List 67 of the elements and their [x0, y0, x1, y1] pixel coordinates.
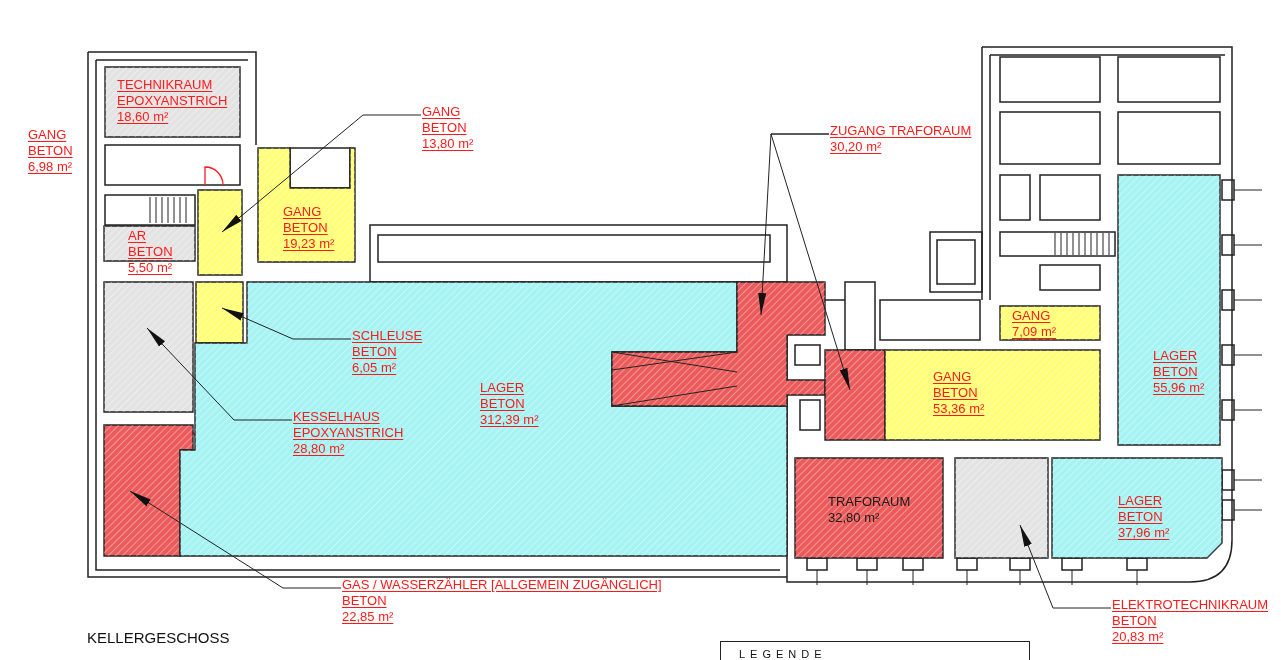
room-area	[104, 282, 193, 412]
leader-line	[770, 133, 851, 391]
room-area	[180, 282, 787, 556]
floor-area: 6,05 m²	[352, 360, 397, 376]
room-name: SCHLEUSE	[352, 328, 423, 344]
room-name: LAGER	[480, 380, 525, 396]
room-name: GANG	[422, 104, 461, 120]
floor-material: BETON	[422, 120, 467, 136]
room-name: TECHNIKRAUM	[117, 77, 213, 93]
room-name: KESSELHAUS	[293, 409, 380, 425]
floor-material: BETON	[283, 220, 328, 236]
room-name: ZUGANG TRAFORAUM	[830, 123, 972, 139]
leader-line	[221, 307, 352, 340]
floor-area: 37,96 m²	[1118, 525, 1170, 541]
room-area	[198, 190, 242, 275]
leader-line	[1019, 524, 1112, 609]
floor-area: 312,39 m²	[480, 412, 539, 428]
room-name: GANG	[1012, 308, 1051, 324]
room-area	[795, 458, 943, 558]
legend-title: LEGENDE	[739, 648, 827, 660]
room-area	[196, 282, 243, 343]
floor-material: EPOXYANSTRICH	[293, 425, 404, 441]
leader-line	[129, 490, 342, 589]
floor-area: 32,80 m²	[828, 510, 880, 526]
floor-title: KELLERGESCHOSS	[87, 630, 230, 646]
room-area	[1000, 305, 1100, 342]
floor-area: 30,20 m²	[830, 139, 882, 155]
room-area	[825, 350, 885, 440]
floor-area: 53,36 m²	[933, 401, 985, 417]
floor-area: 5,50 m²	[128, 260, 173, 276]
floor-material: BETON	[352, 344, 397, 360]
room-name: GANG	[283, 204, 322, 220]
room-area	[1118, 175, 1220, 445]
room-name: LAGER	[1118, 493, 1163, 509]
floor-area: 19,23 m²	[283, 236, 335, 252]
room-name: LAGER	[1153, 348, 1198, 364]
floor-material: BETON	[342, 593, 387, 609]
room-name: AR	[128, 228, 147, 244]
floor-area: 22,85 m²	[342, 609, 394, 625]
room-area	[612, 282, 825, 407]
floor-area: 20,83 m²	[1112, 629, 1164, 645]
room-name: GANG	[28, 127, 67, 143]
leader-line	[221, 114, 422, 233]
floor-area: 28,80 m²	[293, 441, 345, 457]
room-area	[105, 67, 240, 137]
floor-material: BETON	[128, 244, 173, 260]
room-area	[885, 350, 1100, 440]
floor-material: BETON	[1118, 509, 1163, 525]
room-name: GANG	[933, 369, 972, 385]
floor-material: BETON	[480, 396, 525, 412]
room-name: GAS / WASSERZÄHLER [ALLGEMEIN ZUGÄNGLICH]	[342, 577, 662, 593]
floor-material: BETON	[28, 143, 73, 159]
floor-material: EPOXYANSTRICH	[117, 93, 228, 109]
floor-area: 7,09 m²	[1012, 324, 1057, 340]
floor-area: 18,60 m²	[117, 109, 169, 125]
floor-area: 55,96 m²	[1153, 380, 1205, 396]
room-area	[258, 148, 355, 262]
floor-area: 13,80 m²	[422, 136, 474, 152]
floor-material: BETON	[1112, 613, 1157, 629]
floor-material: BETON	[933, 385, 978, 401]
floor-material: BETON	[1153, 364, 1198, 380]
leader-line	[146, 327, 293, 421]
room-area	[1052, 458, 1222, 558]
room-name: ELEKTROTECHNIKRAUM	[1112, 597, 1269, 613]
room-area	[955, 458, 1048, 558]
room-name: TRAFORAUM	[828, 494, 911, 510]
floor-area: 6,98 m²	[28, 159, 73, 175]
